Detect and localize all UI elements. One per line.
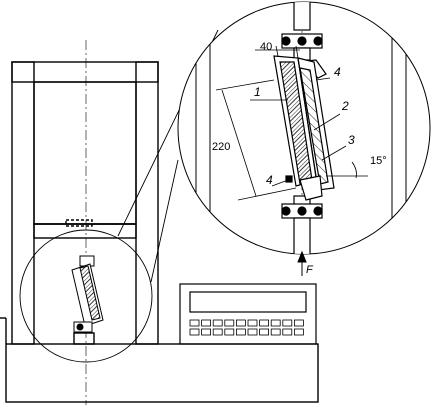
console-key (293, 328, 304, 336)
machine-frame (11, 61, 159, 345)
angle-label: 15° (370, 155, 387, 167)
console-key (259, 328, 270, 336)
part-leaders (250, 77, 347, 187)
console-key (189, 319, 200, 327)
console-key (212, 319, 223, 327)
console-key (293, 319, 304, 327)
console-key (235, 319, 246, 327)
dim-width-label: 40 (260, 41, 272, 53)
dimension-220 (215, 79, 297, 201)
console-key (270, 319, 281, 327)
console-key (224, 328, 235, 336)
console-key (212, 328, 223, 336)
force-label: F (306, 264, 314, 276)
part-3-label: 3 (348, 133, 355, 147)
console-key (224, 319, 235, 327)
dimension-40 (255, 45, 300, 59)
specimen-assembly (273, 55, 335, 201)
machine-base (0, 317, 319, 403)
dim-length-label: 220 (212, 141, 230, 153)
angle-15 (326, 161, 368, 179)
console-key (282, 319, 293, 327)
force-arrow (297, 250, 307, 276)
small-specimen (71, 255, 104, 333)
console-key (189, 328, 200, 336)
part-2-label: 2 (341, 99, 349, 113)
control-console (179, 283, 317, 345)
console-key (270, 328, 281, 336)
console-key (247, 319, 258, 327)
detail-circle-small (19, 229, 153, 363)
console-key (259, 319, 270, 327)
console-key (282, 328, 293, 336)
console-key (201, 328, 212, 336)
console-key (235, 328, 246, 336)
part-4-bottom-label: 4 (266, 173, 273, 187)
part-1-label: 1 (254, 85, 261, 99)
bottom-grip (281, 195, 323, 254)
console-key (247, 328, 258, 336)
part-4-top-label: 4 (334, 65, 341, 79)
console-key (201, 319, 212, 327)
